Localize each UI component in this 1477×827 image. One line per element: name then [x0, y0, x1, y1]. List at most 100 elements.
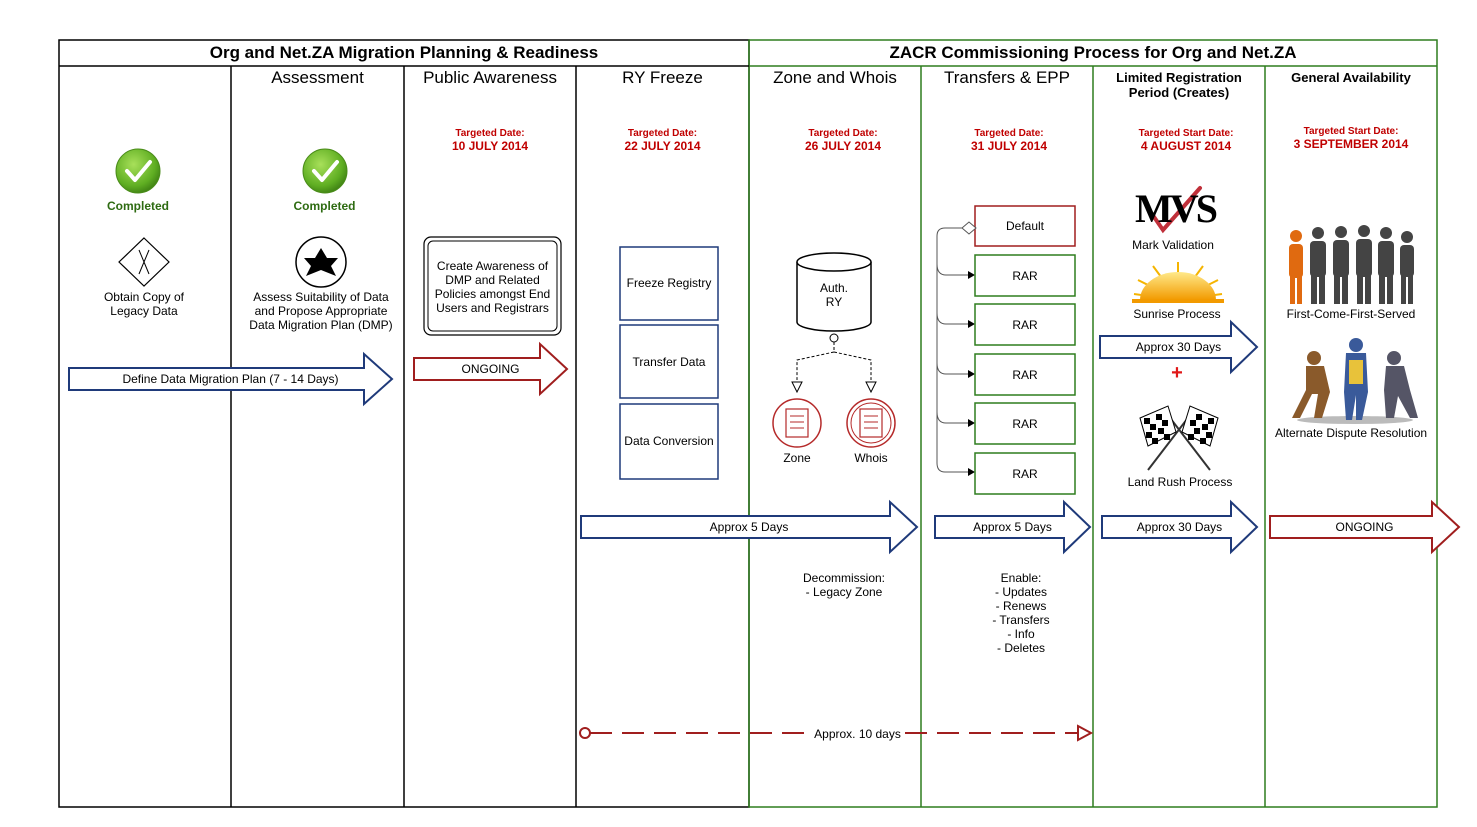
approx5-epp-arrow: [934, 499, 1092, 555]
sunrise-icon: [1132, 262, 1224, 303]
fcfs-label: First-Come-First-Served: [1286, 307, 1416, 321]
db-label: Auth.: [819, 281, 849, 295]
col-title-lrp-line1: Limited Registration: [1116, 70, 1242, 85]
awareness-text: Create Awareness of: [436, 259, 549, 273]
approx5-label: Approx 5 Days: [709, 520, 789, 534]
transfer-data-box: [619, 324, 719, 399]
col-title-ry-freeze: RY Freeze: [622, 68, 703, 87]
whois-data-store-icon: [846, 398, 896, 448]
data-conversion-box: [619, 403, 719, 480]
target-date: 22 JULY 2014: [624, 139, 701, 153]
enable-note: - Renews: [995, 599, 1047, 613]
define-plan-arrow: [68, 351, 394, 407]
rar-box: [974, 452, 1076, 495]
approx30-bottom-arrow: [1101, 499, 1259, 555]
db-connectors: [796, 342, 872, 380]
approx10-timeline: [579, 724, 1094, 742]
completed-label: Completed: [106, 199, 169, 213]
ongoing-ga-arrow: [1269, 499, 1461, 555]
target-date: 31 JULY 2014: [970, 139, 1048, 153]
awareness-text: Policies amongst End: [434, 287, 551, 301]
exclusive-gateway-icon: [118, 237, 170, 287]
target-label: Targeted Start Date:: [1303, 126, 1399, 137]
sunrise-label: Sunrise Process: [1133, 307, 1221, 321]
ongoing-awareness-arrow: [413, 341, 569, 397]
col-title-transfers-epp: Transfers & EPP: [944, 68, 1070, 87]
col-title-public-awareness: Public Awareness: [423, 68, 557, 87]
approx30-bottom-label: Approx 30 Days: [1136, 520, 1223, 534]
awareness-text: DMP and Related: [445, 273, 540, 287]
completed-label: Completed: [293, 199, 356, 213]
define-plan-label: Define Data Migration Plan (7 - 14 Days): [122, 372, 339, 386]
queue-people-icon: [1289, 225, 1414, 304]
database-icon: [796, 252, 872, 343]
freeze-registry-box: [619, 246, 719, 321]
approx5-epp-label: Approx 5 Days: [973, 520, 1052, 534]
target-label: Targeted Date:: [455, 128, 525, 139]
ongoing-ga-label: ONGOING: [1335, 520, 1394, 534]
rar-box: [974, 353, 1076, 396]
rar-label: RAR: [1012, 467, 1038, 481]
rar-label: RAR: [1012, 269, 1038, 283]
zone-data-store-icon: [772, 398, 822, 448]
task-label: Obtain Copy of: [103, 290, 185, 304]
approx5-arrow: [580, 499, 919, 555]
target-label: Targeted Start Date:: [1138, 128, 1234, 139]
enable-note: - Transfers: [992, 613, 1050, 627]
col-title-zone-whois: Zone and Whois: [773, 68, 897, 87]
dispute-resolution-icon: [1292, 338, 1418, 424]
landrush-label: Land Rush Process: [1127, 475, 1233, 489]
ongoing-awareness-label: ONGOING: [461, 362, 520, 376]
target-date: 4 AUGUST 2014: [1140, 139, 1232, 153]
enable-note: Enable:: [1000, 571, 1042, 585]
mvs-logo: MVS: [1135, 186, 1218, 231]
zone-label: Zone: [783, 451, 811, 465]
rar-label: RAR: [1012, 368, 1038, 382]
awareness-text: Users and Registrars: [436, 301, 549, 315]
data-conversion-label: Data Conversion: [624, 434, 714, 448]
commissioning-header: ZACR Commissioning Process for Org and N…: [889, 43, 1297, 62]
arrowhead-icon: [865, 381, 877, 394]
enable-note: - Updates: [994, 585, 1048, 599]
mvs-check-icon: [1150, 186, 1202, 234]
default-label: Default: [1005, 219, 1045, 233]
target-label: Targeted Date:: [627, 128, 698, 139]
task-label: Assess Suitability of Data: [253, 290, 389, 304]
db-label: RY: [825, 295, 843, 309]
target-date: 26 JULY 2014: [804, 139, 882, 153]
rar-box: [974, 402, 1076, 445]
decommission-note: Decommission:: [802, 571, 886, 585]
approx10-label: Approx. 10 days: [810, 727, 905, 741]
check-completed-icon: [302, 148, 348, 194]
rar-arrowheads: [968, 271, 975, 476]
awareness-box-outer: [423, 236, 562, 336]
default-box: [974, 205, 1076, 247]
target-date: 10 JULY 2014: [451, 139, 529, 153]
plus-icon: +: [1171, 362, 1183, 384]
col-title-assessment: Assessment: [271, 68, 364, 87]
mark-validation-label: Mark Validation: [1132, 238, 1214, 252]
target-date: 3 SEPTEMBER 2014: [1293, 137, 1409, 151]
transfer-data-label: Transfer Data: [632, 355, 706, 369]
col-title-lrp-line2: Period (Creates): [1128, 85, 1230, 100]
checkered-flags-icon: [1139, 405, 1219, 471]
rar-box: [974, 254, 1076, 297]
col-title-general-availability: General Availability: [1291, 70, 1411, 85]
target-label: Targeted Date:: [974, 128, 1044, 139]
adr-label: Alternate Dispute Resolution: [1274, 426, 1428, 440]
approx30-top-arrow: [1099, 319, 1259, 375]
diamond-connector-icon: [961, 221, 977, 235]
target-label: Targeted Date:: [808, 128, 878, 139]
rar-box: [974, 303, 1076, 346]
task-label: Legacy Data: [110, 304, 178, 318]
freeze-registry-label: Freeze Registry: [626, 276, 712, 290]
check-completed-icon: [115, 148, 161, 194]
star-event-icon: [295, 236, 347, 288]
rar-label: RAR: [1012, 318, 1038, 332]
task-label: and Propose Appropriate: [254, 304, 388, 318]
task-label: Data Migration Plan (DMP): [249, 318, 393, 332]
rar-label: RAR: [1012, 417, 1038, 431]
enable-note: - Info: [1007, 627, 1035, 641]
